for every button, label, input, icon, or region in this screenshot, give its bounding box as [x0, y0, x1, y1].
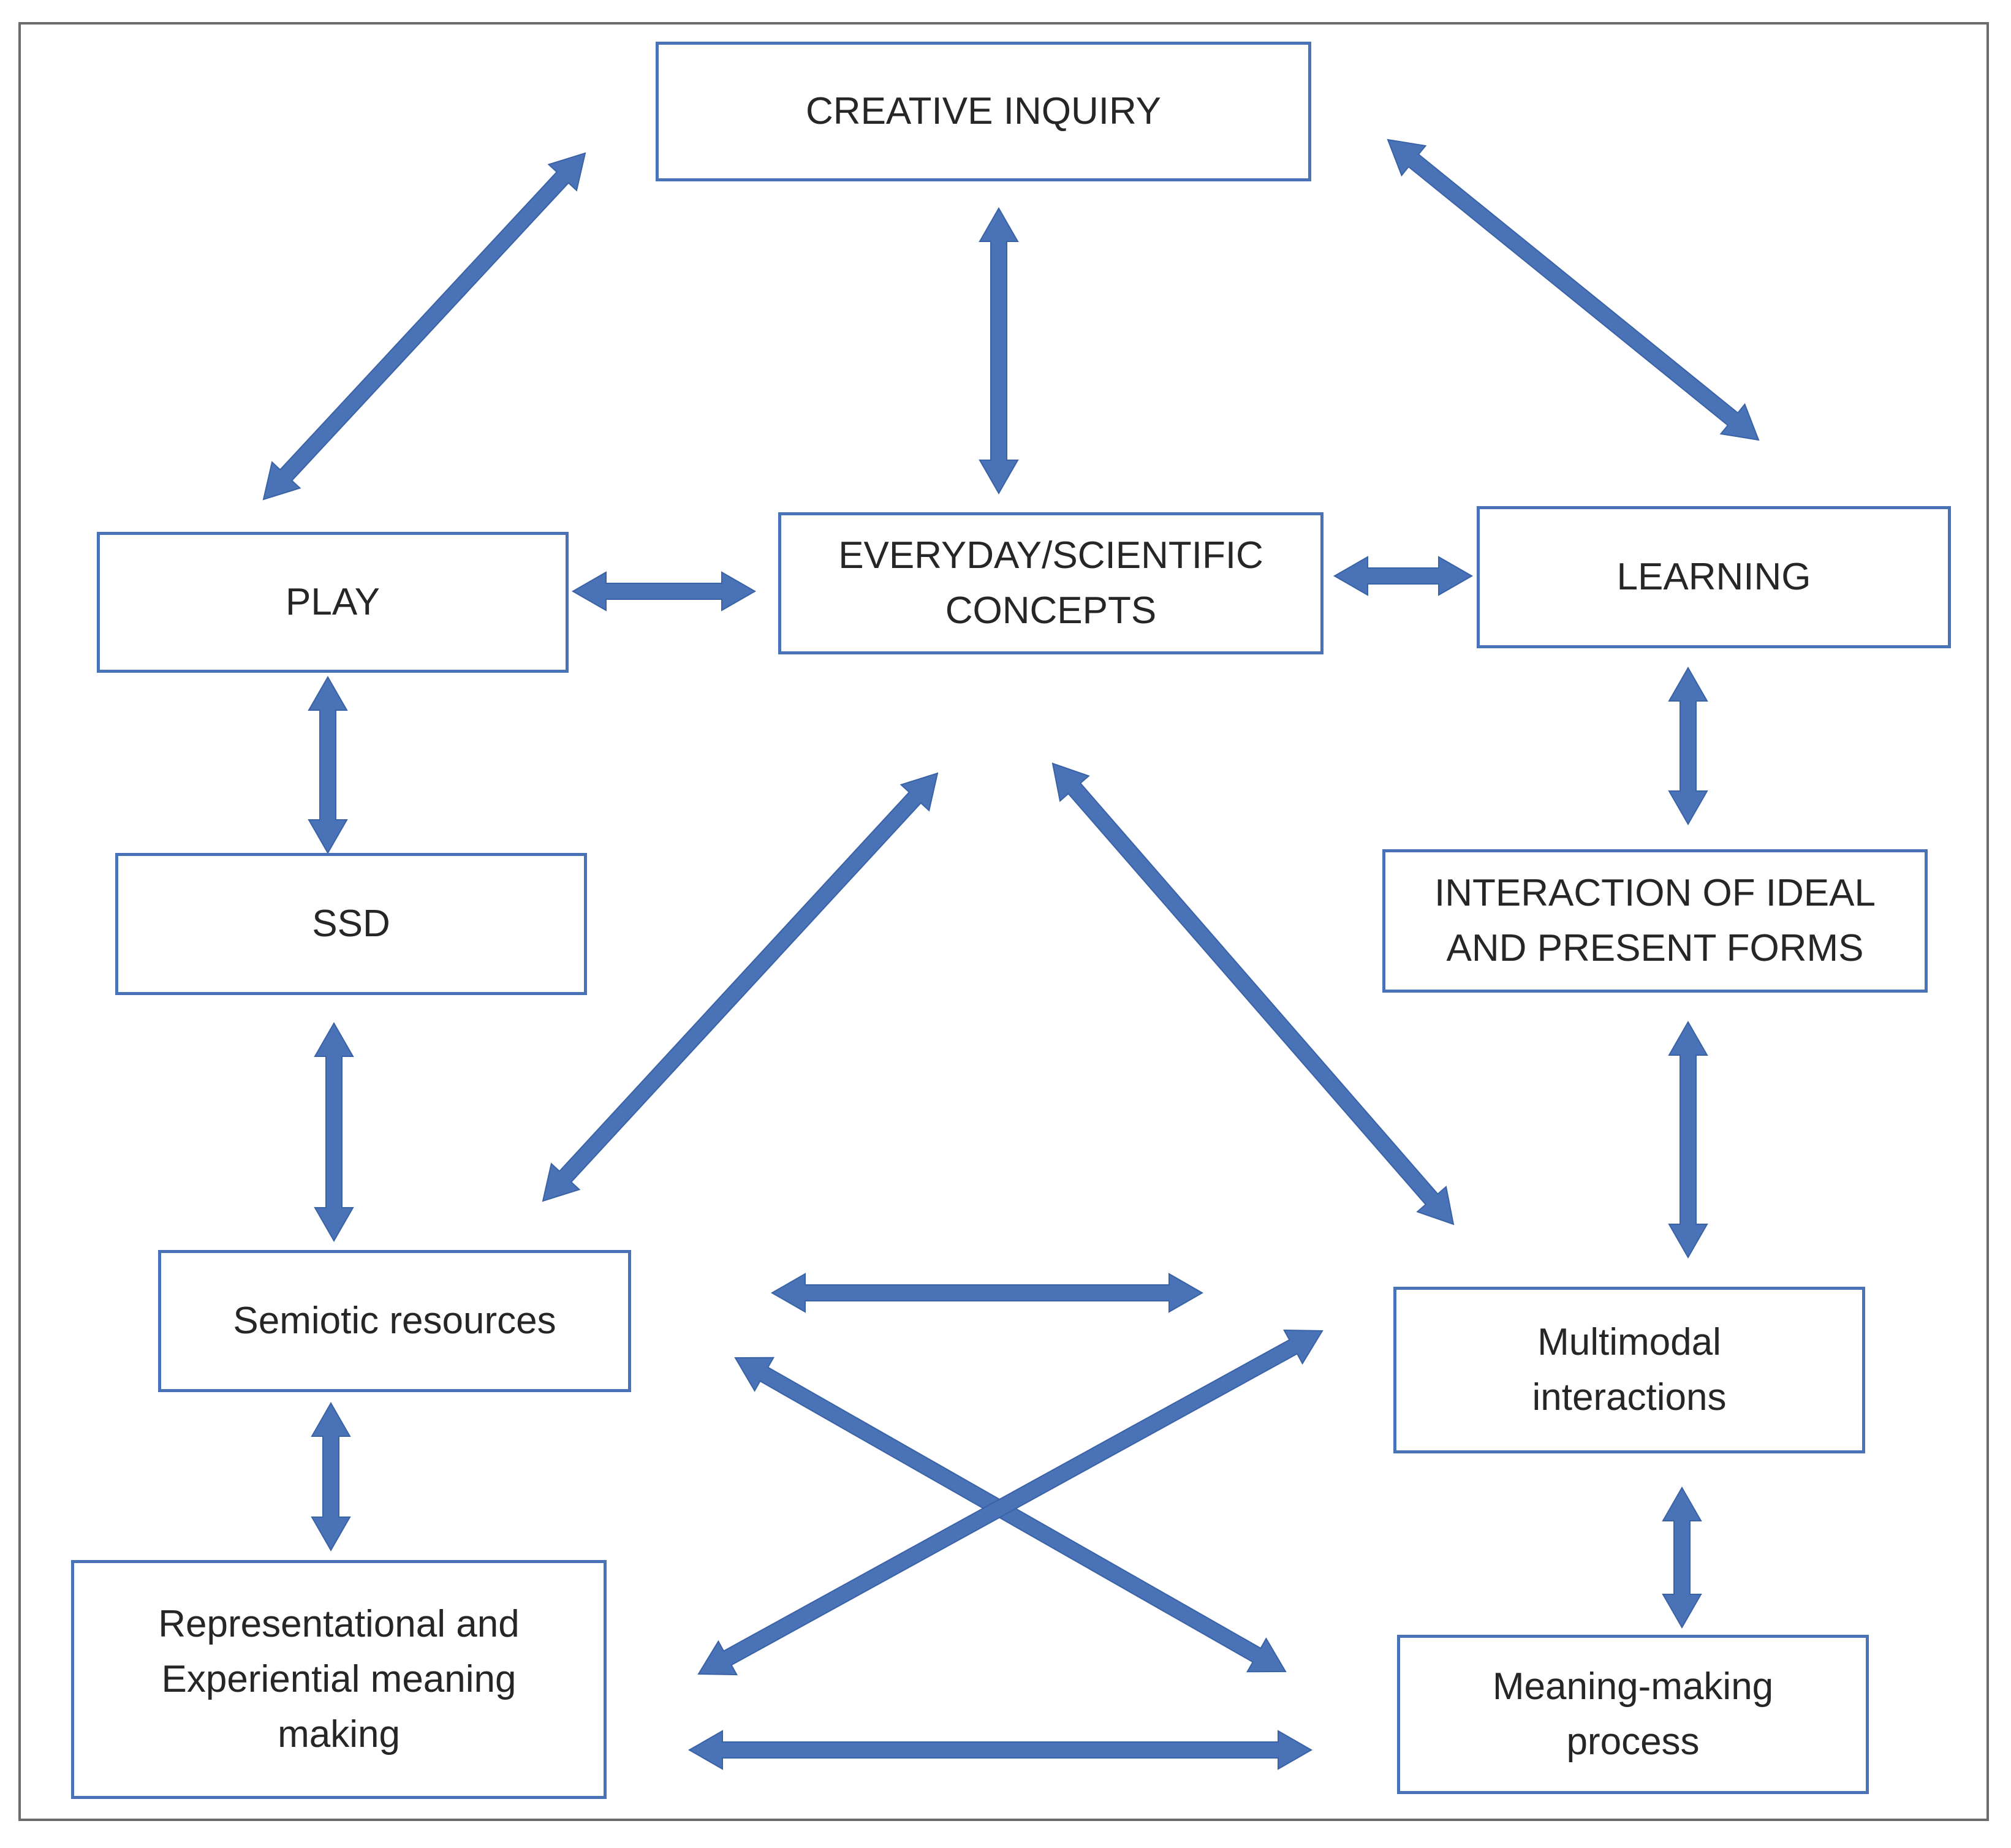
arrow-concepts-learning — [1333, 556, 1474, 596]
arrow-play-concepts — [571, 571, 757, 612]
concepts-box: EVERYDAY/SCIENTIFIC CONCEPTS — [778, 512, 1324, 654]
meaning-making-process-box: Meaning-making process — [1397, 1635, 1869, 1794]
arrow-creative-play — [262, 152, 586, 501]
arrow-representational-multimodal — [697, 1329, 1324, 1676]
arrow-ssd-semiotic — [314, 1021, 354, 1243]
arrow-creative-learning — [1387, 138, 1760, 441]
play-box: PLAY — [97, 532, 569, 673]
arrow-learning-ideal — [1668, 666, 1708, 826]
arrow-semiotic-meaningprocess — [734, 1357, 1287, 1673]
learning-box: LEARNING — [1477, 506, 1951, 648]
arrow-ideal-multimodal — [1668, 1020, 1708, 1259]
arrow-concepts-semiotic — [542, 772, 939, 1202]
ideal-present-forms-label: INTERACTION OF IDEAL AND PRESENT FORMS — [1434, 872, 1876, 969]
play-label: PLAY — [286, 581, 380, 624]
concepts-label: EVERYDAY/SCIENTIFIC CONCEPTS — [838, 534, 1263, 632]
arrow-creative-concepts — [979, 206, 1019, 495]
representational-meaning-label: Representational and Experiential meanin… — [158, 1603, 520, 1755]
representational-meaning-box: Representational and Experiential meanin… — [71, 1560, 607, 1799]
arrow-play-ssd — [308, 675, 348, 855]
multimodal-interactions-box: Multimodal interactions — [1393, 1287, 1865, 1453]
multimodal-interactions-label: Multimodal interactions — [1532, 1321, 1727, 1418]
ssd-box: SSD — [115, 853, 587, 995]
arrow-semiotic-representational — [311, 1401, 351, 1552]
diagram-frame — [18, 22, 1989, 1821]
ssd-label: SSD — [312, 903, 390, 945]
arrow-concepts-multimodal — [1051, 762, 1455, 1225]
arrow-multimodal-meaningprocess — [1662, 1486, 1702, 1629]
ideal-present-forms-box: INTERACTION OF IDEAL AND PRESENT FORMS — [1382, 849, 1928, 993]
creative-inquiry-label: CREATIVE INQUIRY — [806, 90, 1161, 133]
semiotic-resources-label: Semiotic resources — [233, 1300, 556, 1342]
meaning-making-process-label: Meaning-making process — [1492, 1665, 1774, 1763]
semiotic-resources-box: Semiotic resources — [158, 1250, 631, 1392]
creative-inquiry-box: CREATIVE INQUIRY — [656, 42, 1311, 181]
learning-label: LEARNING — [1616, 556, 1811, 599]
arrow-representational-meaningprocess — [687, 1730, 1313, 1770]
arrow-semiotic-multimodal-h — [770, 1273, 1204, 1313]
